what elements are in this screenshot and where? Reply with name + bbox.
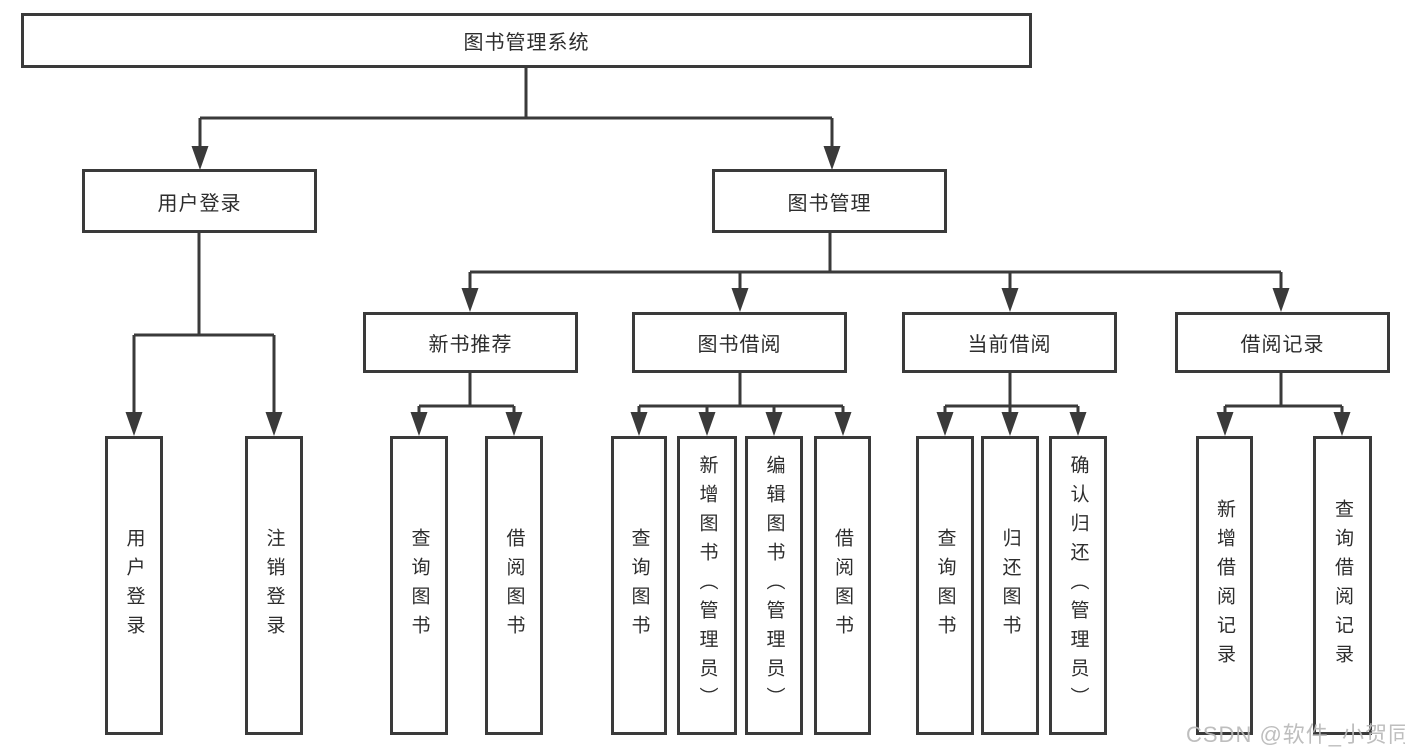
- leaf-label: 查询图书: [408, 527, 430, 644]
- leaf-add-books-admin: 新增图书（管理员）: [677, 436, 737, 735]
- leaf-user-login: 用户登录: [105, 436, 163, 735]
- leaf-borrow-books-borrowing: 借阅图书: [814, 436, 871, 735]
- leaf-label: 编辑图书（管理员）: [763, 455, 785, 716]
- leaf-label: 借阅图书: [503, 527, 525, 644]
- node-user-login: 用户登录: [82, 169, 317, 233]
- leaf-label: 查询图书: [628, 527, 650, 644]
- leaf-label: 用户登录: [123, 527, 145, 644]
- leaf-return-books: 归还图书: [981, 436, 1039, 735]
- node-label: 图书管理: [787, 192, 872, 215]
- leaf-borrow-books-recommend: 借阅图书: [485, 436, 543, 735]
- leaf-query-books-current: 查询图书: [916, 436, 974, 735]
- leaf-label: 注销登录: [263, 527, 285, 644]
- leaf-edit-books-admin: 编辑图书（管理员）: [745, 436, 803, 735]
- node-label: 用户登录: [157, 192, 242, 215]
- leaf-label: 确认归还（管理员）: [1067, 455, 1089, 716]
- arrowheads: [125, 146, 1351, 436]
- leaf-confirm-return-admin: 确认归还（管理员）: [1049, 436, 1107, 735]
- leaf-label: 新增图书（管理员）: [696, 455, 718, 716]
- leaf-label: 借阅图书: [832, 527, 853, 644]
- leaf-logout: 注销登录: [245, 436, 303, 735]
- watermark: CSDN @软件_小贺同学: [1186, 722, 1405, 747]
- node-library-management-system: 图书管理系统: [21, 13, 1032, 68]
- node-book-borrowing: 图书借阅: [632, 312, 847, 373]
- node-label: 借阅记录: [1240, 334, 1325, 356]
- node-current-borrowing: 当前借阅: [902, 312, 1117, 373]
- leaf-label: 归还图书: [999, 527, 1021, 644]
- leaf-query-books-recommend: 查询图书: [390, 436, 448, 735]
- leaf-label: 新增借阅记录: [1214, 498, 1235, 673]
- node-new-book-recommendation: 新书推荐: [363, 312, 578, 373]
- node-borrowing-records: 借阅记录: [1175, 312, 1390, 373]
- node-label: 新书推荐: [428, 334, 513, 356]
- node-book-management: 图书管理: [712, 169, 947, 233]
- leaf-label: 查询图书: [934, 527, 956, 644]
- leaf-query-borrow-record: 查询借阅记录: [1313, 436, 1372, 735]
- node-label: 图书借阅: [697, 334, 782, 356]
- leaf-add-borrow-record: 新增借阅记录: [1196, 436, 1253, 735]
- leaf-query-books-borrowing: 查询图书: [611, 436, 667, 735]
- node-label: 当前借阅: [967, 334, 1052, 356]
- leaf-label: 查询借阅记录: [1332, 498, 1353, 673]
- node-label: 图书管理系统: [463, 32, 590, 54]
